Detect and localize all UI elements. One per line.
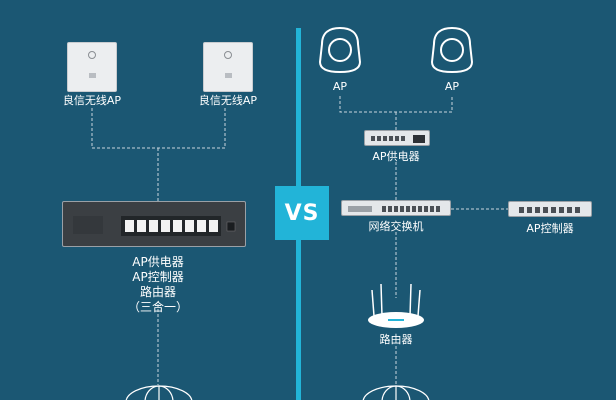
right-ap-label-1: AP [332, 80, 348, 93]
ethernet-ports-icon [73, 216, 236, 236]
poe-ports-icon [371, 135, 425, 143]
port-icon [225, 73, 232, 78]
left-ap-label-2: 良信无线AP [198, 94, 258, 107]
left-ap-label-1: 良信无线AP [62, 94, 122, 107]
left-device-label-line-3: 路由器 [139, 285, 176, 299]
right-ap-connector [339, 96, 453, 113]
right-router-label: 路由器 [379, 333, 413, 346]
poe-injector-device [364, 130, 430, 146]
left-ap-connector [91, 108, 226, 149]
wall-ap-device-1 [67, 42, 117, 92]
controller-ports-icon [519, 207, 580, 213]
led-icon [88, 51, 96, 59]
ceiling-ap-icon-1 [318, 26, 362, 74]
left-globe-icon [125, 385, 193, 400]
left-device-label-line-4: （三合一） [127, 300, 188, 314]
right-poe-label: AP供电器 [372, 150, 420, 163]
ap-controller-device [508, 201, 592, 217]
vs-badge: VS [275, 186, 329, 240]
right-switch-label: 网络交换机 [368, 220, 424, 233]
right-controller-label: AP控制器 [526, 222, 574, 235]
all-in-one-router-device [62, 201, 246, 247]
ceiling-ap-icon-2 [430, 26, 474, 74]
led-icon [224, 51, 232, 59]
wireless-router-icon [368, 283, 424, 328]
right-ap-label-2: AP [444, 80, 460, 93]
switch-ports-icon [348, 206, 440, 212]
left-device-label-line-2: AP控制器 [132, 270, 184, 284]
right-globe-icon [362, 385, 430, 400]
wall-ap-device-2 [203, 42, 253, 92]
port-icon [89, 73, 96, 78]
network-switch-device [341, 200, 451, 216]
left-device-label-line-1: AP供电器 [132, 255, 184, 269]
